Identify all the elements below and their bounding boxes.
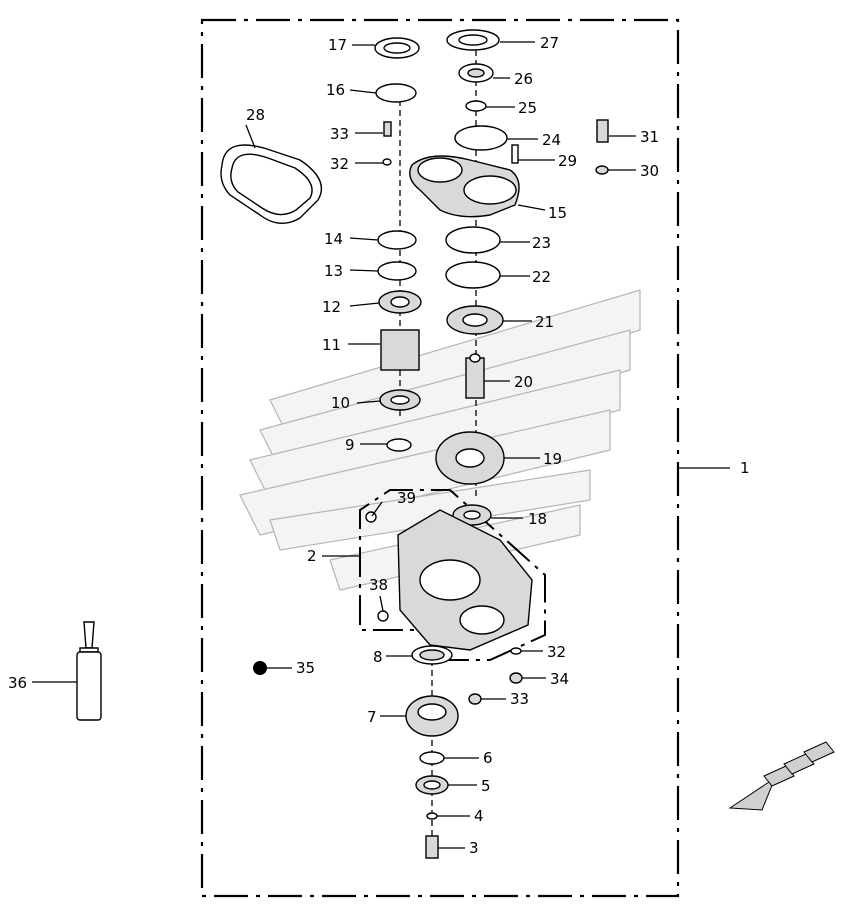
part-label: 29 bbox=[558, 152, 577, 170]
part-label: 25 bbox=[518, 99, 537, 117]
part-label: 18 bbox=[528, 510, 547, 528]
dotted-arrow-icon bbox=[728, 741, 835, 811]
part-label: 24 bbox=[542, 131, 561, 149]
part-label: 10 bbox=[331, 394, 350, 412]
part-labels: 17 27 16 26 25 28 33 24 31 32 29 30 15 1… bbox=[8, 34, 659, 857]
part-label: 36 bbox=[8, 674, 27, 692]
part-label: 13 bbox=[324, 262, 343, 280]
part-label: 11 bbox=[322, 336, 341, 354]
part-label: 23 bbox=[532, 234, 551, 252]
part-label: 33 bbox=[510, 690, 529, 708]
part-label: 14 bbox=[324, 230, 343, 248]
part-label: 5 bbox=[481, 777, 491, 795]
part-label: 12 bbox=[322, 298, 341, 316]
left-stack bbox=[374, 37, 422, 452]
part-36-dot bbox=[253, 661, 267, 675]
part-label: 20 bbox=[514, 373, 533, 391]
part-label: 16 bbox=[326, 81, 345, 99]
part-label: 30 bbox=[640, 162, 659, 180]
part-label: 22 bbox=[532, 268, 551, 286]
part-label: 6 bbox=[483, 749, 493, 767]
part-label: 19 bbox=[543, 450, 562, 468]
part-label: 8 bbox=[373, 648, 383, 666]
part-label: 9 bbox=[345, 436, 355, 454]
part-label: 34 bbox=[550, 670, 569, 688]
lower-housing-part bbox=[397, 509, 533, 651]
part-label: 32 bbox=[330, 155, 349, 173]
part-label: 35 bbox=[296, 659, 315, 677]
part-label: 4 bbox=[474, 807, 484, 825]
part-label: 28 bbox=[246, 106, 265, 124]
sealant-cartridge-part bbox=[76, 621, 102, 721]
part-label: 7 bbox=[367, 708, 377, 726]
assembly-boundary bbox=[200, 18, 680, 898]
part-label: 33 bbox=[330, 125, 349, 143]
right-stack bbox=[435, 29, 508, 526]
part-label: 3 bbox=[469, 839, 479, 857]
housing-outline bbox=[359, 489, 546, 661]
part-label: 21 bbox=[535, 313, 554, 331]
fasteners bbox=[365, 119, 609, 705]
part-label: 26 bbox=[514, 70, 533, 88]
part-label: 15 bbox=[548, 204, 567, 222]
assembly-label: 1 bbox=[740, 459, 750, 477]
gearbox-cover-part bbox=[409, 155, 520, 218]
part-label: 38 bbox=[369, 576, 388, 594]
part-label: 27 bbox=[540, 34, 559, 52]
part-label: 17 bbox=[328, 36, 347, 54]
part-label: 31 bbox=[640, 128, 659, 146]
part-label: 2 bbox=[307, 547, 317, 565]
lower-stack bbox=[405, 645, 459, 859]
gasket-part bbox=[220, 144, 323, 224]
part-label: 32 bbox=[547, 643, 566, 661]
part-label: 39 bbox=[397, 489, 416, 507]
